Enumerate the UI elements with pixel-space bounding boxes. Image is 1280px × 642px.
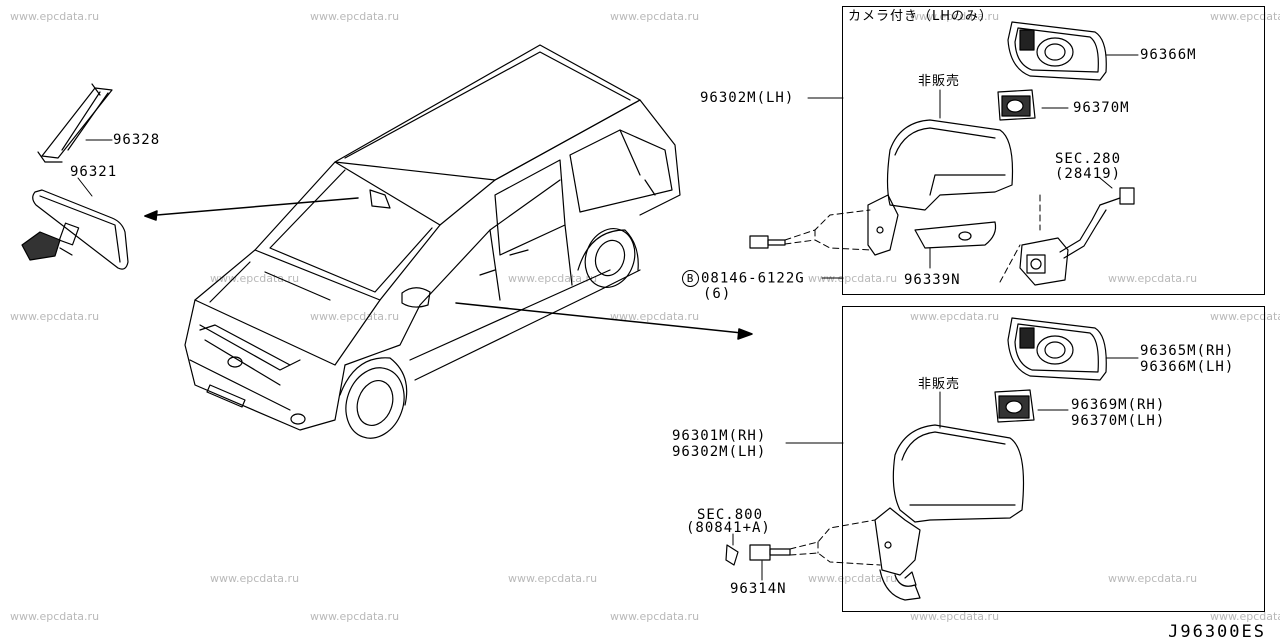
watermark-text: www.epcdata.ru (210, 272, 300, 285)
part-96370m-top-label[interactable]: 96370M (1073, 100, 1130, 116)
sec-280-label[interactable]: SEC.280 (1055, 151, 1122, 167)
watermark-text: www.epcdata.ru (910, 610, 1000, 623)
watermark-text: www.epcdata.ru (210, 572, 300, 585)
top-frame-leaders (807, 54, 1139, 279)
part-96365m-rh-label[interactable]: 96365M(RH) (1140, 343, 1235, 359)
bottom-frame-leaders (732, 357, 1139, 581)
part-96302m-lh-bottom-label[interactable]: 96302M(LH) (672, 444, 767, 460)
watermark-text: www.epcdata.ru (508, 572, 598, 585)
part-96314n-label[interactable]: 96314N (730, 581, 787, 597)
leader-lines-left (77, 139, 113, 197)
watermark-text: www.epcdata.ru (10, 10, 100, 23)
part-96366m-top-label[interactable]: 96366M (1140, 47, 1197, 63)
part-96339n-label[interactable]: 96339N (904, 272, 961, 288)
bottom-frame-drawing (725, 317, 1107, 601)
top-frame-header: カメラ付き（LHのみ） (848, 9, 994, 24)
part-96366m-lh-label[interactable]: 96366M(LH) (1140, 359, 1235, 375)
bolt-part-number: 08146-6122G (701, 270, 805, 287)
part-96328-label[interactable]: 96328 (113, 132, 161, 148)
watermark-text: www.epcdata.ru (1210, 610, 1280, 623)
part-96370m-lh-label[interactable]: 96370M(LH) (1071, 413, 1166, 429)
watermark-text: www.epcdata.ru (10, 610, 100, 623)
diagram-code: J96300ES (1168, 622, 1266, 642)
bolt-qty-label: (6) (703, 286, 732, 302)
watermark-text: www.epcdata.ru (808, 272, 898, 285)
top-frame-drawing (749, 21, 1135, 286)
watermark-text: www.epcdata.ru (1210, 10, 1280, 23)
watermark-text: www.epcdata.ru (1108, 572, 1198, 585)
leader-arrows (144, 197, 753, 340)
watermark-text: www.epcdata.ru (310, 310, 400, 323)
sec-280-ref-label: (28419) (1055, 166, 1122, 182)
not-for-sale-bottom-label: 非販売 (918, 377, 961, 392)
inner-mirror-drawing (21, 83, 129, 270)
sec-800-ref-label: (80841+A) (686, 520, 771, 536)
watermark-text: www.epcdata.ru (910, 310, 1000, 323)
top-detail-frame (842, 6, 1265, 295)
watermark-text: www.epcdata.ru (610, 610, 700, 623)
part-96369m-rh-label[interactable]: 96369M(RH) (1071, 397, 1166, 413)
bottom-frame-dashed (789, 519, 881, 566)
watermark-text: www.epcdata.ru (610, 10, 700, 23)
watermark-text: www.epcdata.ru (310, 610, 400, 623)
watermark-text: www.epcdata.ru (310, 10, 400, 23)
watermark-text: www.epcdata.ru (10, 310, 100, 323)
part-96321-label[interactable]: 96321 (70, 164, 118, 180)
not-for-sale-top-label: 非販売 (918, 74, 961, 89)
sec-800-label[interactable]: SEC.800 (697, 507, 764, 523)
watermark-text: www.epcdata.ru (508, 272, 598, 285)
watermark-text: www.epcdata.ru (610, 310, 700, 323)
part-96302m-lh-top-label[interactable]: 96302M(LH) (700, 90, 795, 106)
watermark-text: www.epcdata.ru (1210, 310, 1280, 323)
vehicle-drawing (184, 44, 681, 439)
top-frame-dashed (784, 194, 1041, 283)
watermark-text: www.epcdata.ru (910, 10, 1000, 23)
bottom-detail-frame (842, 306, 1265, 612)
part-96301m-rh-label[interactable]: 96301M(RH) (672, 428, 767, 444)
watermark-text: www.epcdata.ru (1108, 272, 1198, 285)
watermark-text: www.epcdata.ru (808, 572, 898, 585)
bolt-b-symbol: B (682, 270, 699, 287)
